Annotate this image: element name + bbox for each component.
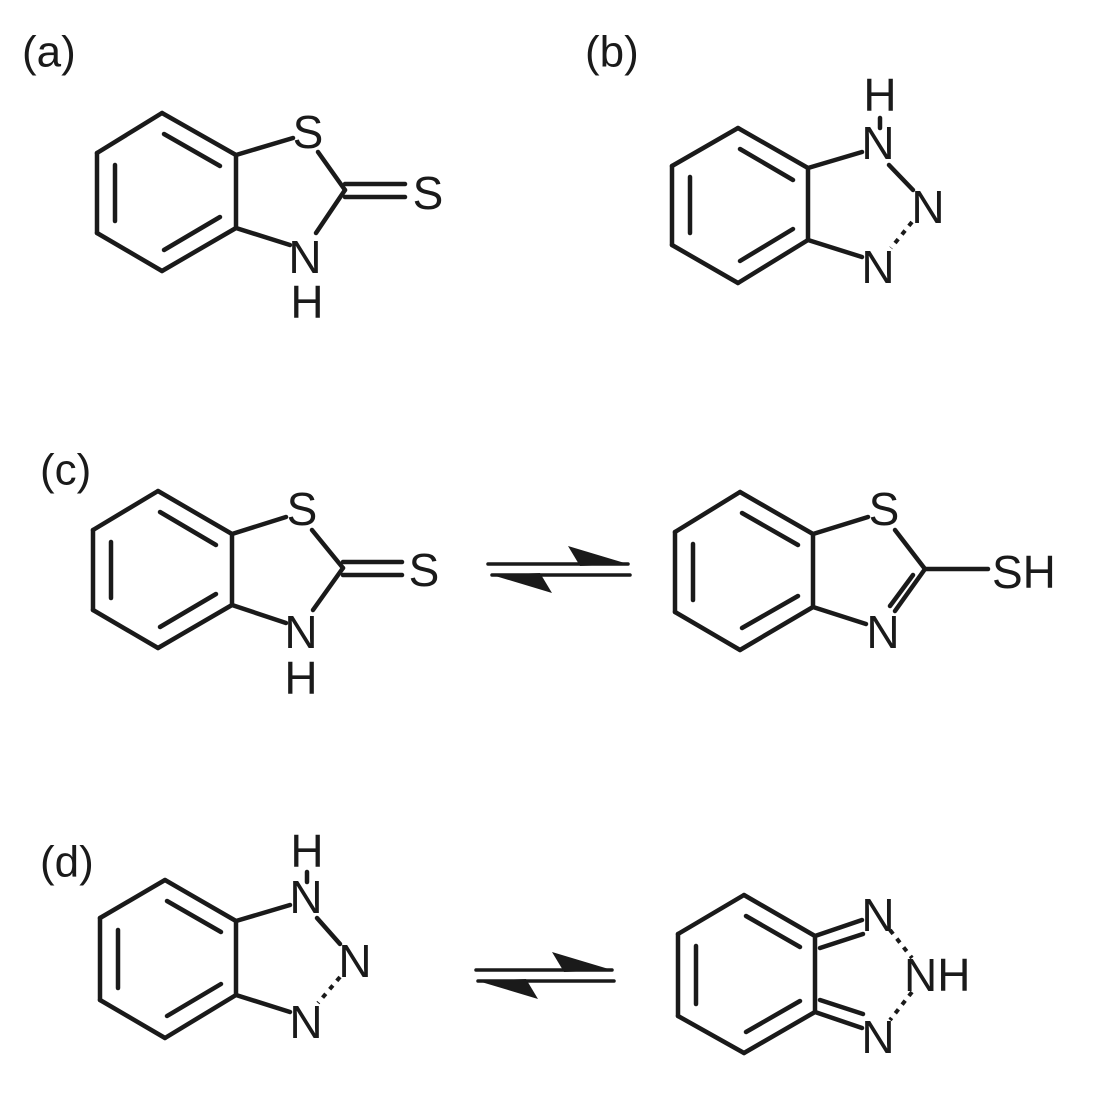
benzene-ring	[669, 125, 811, 286]
atom-hydrogen: H	[284, 652, 317, 704]
atom-nitrogen-1: N	[861, 889, 894, 941]
panel-label-b: (b)	[585, 28, 639, 77]
panel-c: (c) S S N H	[40, 446, 1056, 705]
atom-hydrogen: H	[863, 69, 896, 121]
benzene-ring	[675, 892, 818, 1056]
atom-nitrogen: N	[866, 606, 899, 658]
benzene-ring	[672, 489, 816, 653]
atom-nitrogen-nh: NH	[904, 949, 970, 1001]
atom-nitrogen: N	[284, 606, 317, 658]
atom-hydrogen: H	[290, 276, 323, 328]
panel-label-d: (d)	[40, 838, 94, 887]
molecule-d-1h-tautomer: H N N N	[97, 825, 372, 1048]
atom-nitrogen-3: N	[289, 996, 322, 1048]
atom-ring-sulfur: S	[287, 483, 318, 535]
molecule-d-2h-tautomer: N NH N	[675, 889, 970, 1063]
panel-label-c: (c)	[40, 446, 91, 495]
benzene-ring	[90, 488, 235, 651]
atom-nitrogen-1: N	[289, 871, 322, 923]
atom-thione-sulfur: S	[413, 167, 444, 219]
atom-nitrogen-2: N	[338, 935, 371, 987]
atom-nitrogen: N	[288, 231, 321, 283]
atom-hydrogen: H	[290, 825, 323, 877]
molecule-b-benzotriazole: H N N N	[669, 69, 945, 293]
panel-label-a: (a)	[22, 28, 76, 77]
benzene-ring	[97, 877, 239, 1041]
molecule-c-thiol: S SH N	[672, 483, 1056, 658]
equilibrium-arrow	[474, 952, 616, 999]
atom-nitrogen-3: N	[861, 241, 894, 293]
panel-a: (a) S S N	[22, 28, 443, 329]
benzene-ring	[94, 110, 239, 274]
atom-nitrogen-2: N	[911, 181, 944, 233]
molecule-c-thione: S S N H	[90, 483, 440, 704]
atom-ring-sulfur: S	[869, 483, 900, 535]
equilibrium-arrow	[486, 546, 632, 593]
atom-thiol-sh: SH	[992, 546, 1056, 598]
atom-ring-sulfur: S	[293, 106, 324, 158]
atom-thione-sulfur: S	[409, 544, 440, 596]
panel-d: (d) H N N N	[40, 825, 970, 1063]
atom-nitrogen-3: N	[861, 1011, 894, 1063]
atom-nitrogen-1: N	[861, 117, 894, 169]
panel-b: (b) H N N N	[585, 28, 945, 294]
molecule-a-thione: S S N H	[94, 106, 444, 328]
